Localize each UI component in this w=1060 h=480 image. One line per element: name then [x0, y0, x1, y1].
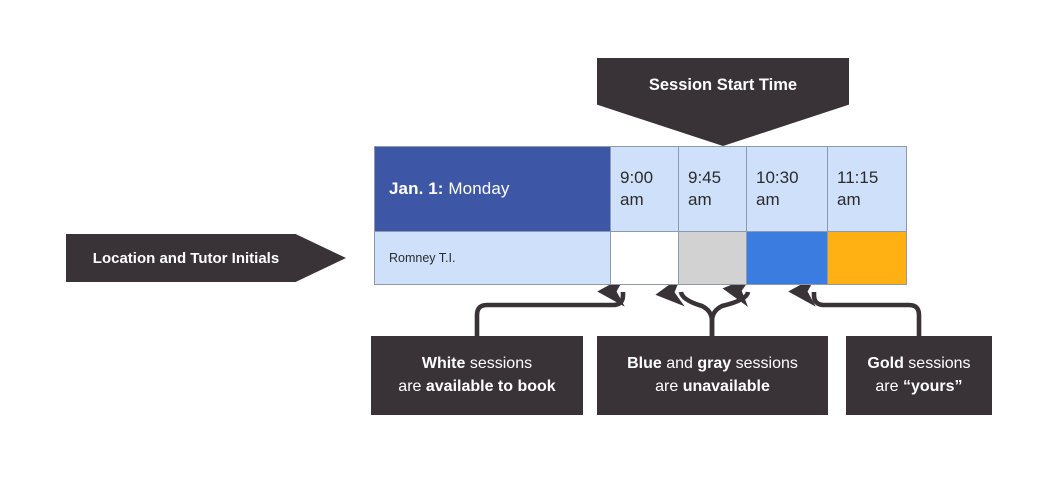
session-slot-10-30-blue[interactable] [746, 231, 828, 285]
callout-gold-line2-rest: are [875, 377, 903, 395]
callout-blue-line2-rest: are [655, 377, 683, 395]
callout-gold-sessions: Gold sessions are “yours” [846, 336, 992, 415]
callout-session-start-time: Session Start Time [597, 58, 849, 146]
callout-blue-text: Blue and gray sessions are unavailable [627, 353, 798, 397]
callout-gold-line1-rest: sessions [903, 355, 971, 373]
callout-top-label: Session Start Time [648, 75, 798, 94]
callout-white-line2-bold: available to book [425, 377, 556, 395]
time-header-10-30-meridiem: am [756, 190, 780, 209]
connector-white-to-9-00 [474, 276, 626, 336]
connector-gold-to-11-15 [788, 276, 922, 336]
day-header-cell: Jan. 1: Monday [374, 146, 611, 232]
schedule-table: Jan. 1: Monday 9:00 am 9:45 am 10:30 am … [374, 146, 907, 285]
connector-unavailable-to-9-45 [655, 276, 715, 336]
callout-blue-line1-bold-a: Blue [627, 355, 662, 373]
callout-unavailable-sessions: Blue and gray sessions are unavailable [597, 336, 828, 415]
callout-white-line1-rest: sessions [465, 355, 533, 373]
schedule-header-row: Jan. 1: Monday 9:00 am 9:45 am 10:30 am … [374, 146, 907, 232]
time-header-9-00-time: 9:00 [620, 168, 654, 188]
time-header-9-45-time: 9:45 [688, 168, 722, 188]
time-header-11-15[interactable]: 11:15 am [827, 146, 907, 232]
session-slot-9-45-gray[interactable] [678, 231, 747, 285]
callout-white-line1-bold: White [421, 355, 466, 373]
time-header-9-00[interactable]: 9:00 am [610, 146, 679, 232]
callout-blue-line1-rest: sessions [731, 355, 798, 373]
connector-unavailable-to-10-30 [709, 276, 752, 336]
callout-blue-line2-bold: unavailable [682, 377, 770, 395]
callout-white-sessions: White sessions are available to book [371, 336, 583, 415]
time-header-11-15-time: 11:15 [837, 168, 879, 188]
day-date: Jan. 1: [389, 179, 444, 198]
time-header-11-15-meridiem: am [837, 190, 861, 209]
callout-blue-line1-mid: and [661, 355, 698, 373]
callout-white-text: White sessions are available to book [398, 353, 555, 397]
day-name: Monday [448, 179, 510, 198]
tutor-label-cell: Romney T.I. [374, 231, 611, 285]
callout-blue-line1-bold-b: gray [697, 355, 732, 373]
callout-gold-line1-bold: Gold [867, 355, 904, 373]
callout-left-label: Location and Tutor Initials [92, 249, 280, 267]
callout-location-tutor-initials: Location and Tutor Initials [66, 234, 346, 282]
time-header-9-45[interactable]: 9:45 am [678, 146, 747, 232]
time-header-10-30-time: 10:30 [756, 168, 799, 188]
session-slot-11-15-gold[interactable] [827, 231, 907, 285]
callout-gold-text: Gold sessions are “yours” [867, 353, 970, 397]
callout-white-line2-rest: are [398, 377, 426, 395]
time-header-9-00-meridiem: am [620, 190, 644, 209]
time-header-9-45-meridiem: am [688, 190, 712, 209]
session-slot-9-00-white[interactable] [610, 231, 679, 285]
table-row: Romney T.I. [374, 231, 907, 285]
time-header-10-30[interactable]: 10:30 am [746, 146, 828, 232]
callout-gold-line2-bold: “yours” [902, 377, 963, 395]
